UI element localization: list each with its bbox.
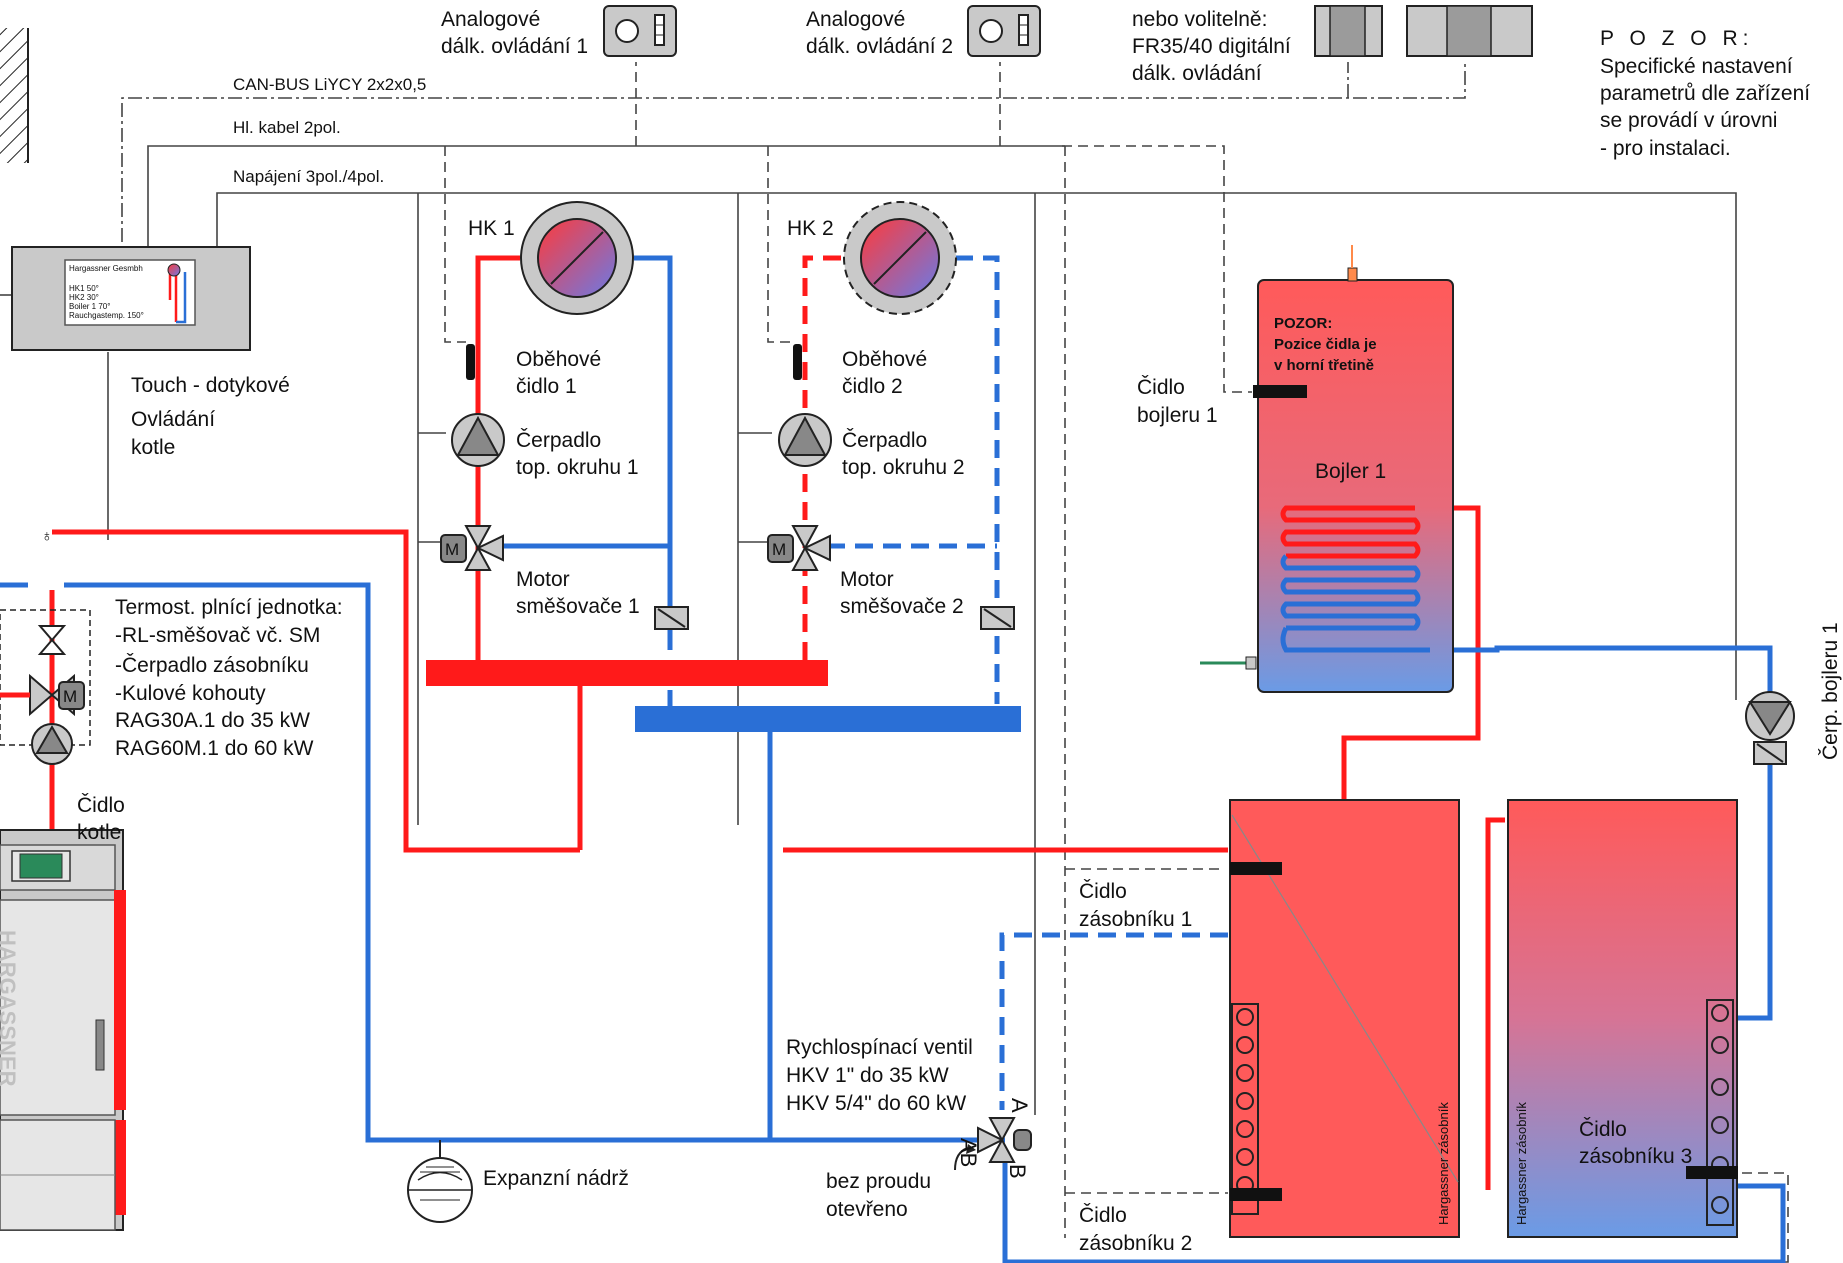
- radiator-hk1: [520, 201, 634, 315]
- display-line-5: Rauchgastemp. 150°: [69, 311, 144, 320]
- main-cable-label: Hl. kabel 2pol.: [233, 118, 341, 137]
- return-sensor-2-icon: [980, 606, 1015, 630]
- mixer-2-motor-letter: M: [772, 540, 786, 559]
- display-line-4: Boiler 1 70°: [69, 302, 110, 311]
- can-bus-label: CAN-BUS LiYCY 2x2x0,5: [233, 75, 426, 94]
- flow-sensor-1-label: Oběhové čidlo 1: [516, 348, 607, 398]
- storage-tank-1-brand: Hargassner zásobník: [1436, 1102, 1451, 1225]
- display-line-1: Hargassner Gesmbh: [69, 264, 143, 273]
- quick-switch-valve-icon: [954, 1117, 1032, 1171]
- boiler-sensor-label: Čidlo kotle: [77, 794, 131, 844]
- air-vent-icon: ♁: [41, 528, 53, 545]
- mixer-1-motor-letter: M: [445, 540, 459, 559]
- analog-remote-1-device: [603, 5, 677, 57]
- filling-unit-label: Termost. plnící jednotka: -RL-směšovač v…: [115, 596, 348, 760]
- storage-tank-2: Hargassner zásobník: [1507, 799, 1738, 1238]
- hk1-label: HK 1: [468, 217, 515, 240]
- no-power-label: bez proudu otevřeno: [826, 1170, 937, 1221]
- display-line-2: HK1 50°: [69, 284, 99, 293]
- return-sensor-1-icon: [654, 606, 689, 630]
- digital-remote-device-2: [1406, 5, 1533, 57]
- storage-tank-2-brand: Hargassner zásobník: [1514, 1102, 1529, 1225]
- flow-sensor-1-icon: [466, 344, 475, 380]
- analog-remote-2-label: Analogové dálk. ovládání 2: [806, 8, 953, 58]
- hk2-label: HK 2: [787, 217, 834, 240]
- boiler-unit: HARGASSNER: [0, 829, 126, 1231]
- power-supply-label: Napájení 3pol./4pol.: [233, 167, 384, 186]
- valve-port-b: B: [1005, 1164, 1030, 1179]
- pump-circuit-1-icon: [451, 413, 505, 467]
- flow-sensor-2-icon: [793, 344, 802, 380]
- boiler-pump-icon: [1745, 691, 1795, 765]
- valve-port-ab: AB: [956, 1138, 981, 1167]
- storage-tank-1: Hargassner zásobník: [1229, 799, 1460, 1238]
- valve-port-a: A: [1007, 1098, 1032, 1113]
- filling-unit-motor-letter: M: [63, 687, 77, 706]
- warning-note: P O Z O R: Specifické nastavení parametr…: [1600, 27, 1815, 160]
- boiler-tank-sensor-label: Čidlo bojleru 1: [1137, 376, 1218, 427]
- radiator-hk2: [843, 201, 957, 315]
- wall-hatch: [0, 28, 29, 163]
- mixer-motor-2-label: Motor směšovače 2: [840, 568, 964, 618]
- flow-sensor-2-label: Oběhové čidlo 2: [842, 348, 933, 398]
- touch-control-unit: Hargassner Gesmbh HK1 50° HK2 30° Boiler…: [11, 246, 251, 351]
- hot-water-boiler-tank: [1200, 245, 1454, 693]
- quick-valve-label: Rychlospínací ventil HKV 1" do 35 kW HKV…: [786, 1036, 979, 1115]
- mixer-motor-1-label: Motor směšovače 1: [516, 568, 640, 618]
- boiler-tank-warning: POZOR: Pozice čidla je v horní třetině: [1274, 315, 1381, 374]
- pump-circuit-2-icon: [778, 413, 832, 467]
- display-line-3: HK2 30°: [69, 293, 99, 302]
- storage-sensor-3-label: Čidlo zásobníku 3: [1579, 1118, 1692, 1168]
- storage-sensor-2-label: Čidlo zásobníku 2: [1079, 1204, 1192, 1255]
- storage-sensor-1-label: Čidlo zásobníku 1: [1079, 880, 1192, 931]
- mixing-valve-1-icon: M: [440, 525, 504, 571]
- analog-remote-2-device: [967, 5, 1041, 57]
- boiler-brand-text: HARGASSNER: [0, 930, 20, 1087]
- boiler-tank-label: Bojler 1: [1315, 460, 1386, 483]
- digital-remote-device-1: [1314, 5, 1383, 57]
- expansion-tank-label: Expanzní nádrž: [483, 1167, 629, 1190]
- touch-control-label: Touch - dotykové Ovládání kotle: [131, 374, 296, 459]
- analog-remote-1-label: Analogové dálk. ovládání 1: [441, 8, 588, 58]
- mixing-valve-2-icon: M: [767, 525, 831, 571]
- expansion-tank-icon: [407, 1140, 473, 1223]
- pump-circuit-2-label: Čerpadlo top. okruhu 2: [842, 429, 965, 479]
- pump-circuit-1-label: Čerpadlo top. okruhu 1: [516, 429, 639, 479]
- digital-remote-label: nebo volitelně: FR35/40 digitální dálk. …: [1132, 8, 1297, 85]
- pipes: [0, 255, 1786, 1263]
- boiler-pump-label: Čerp. bojleru 1: [1819, 622, 1842, 760]
